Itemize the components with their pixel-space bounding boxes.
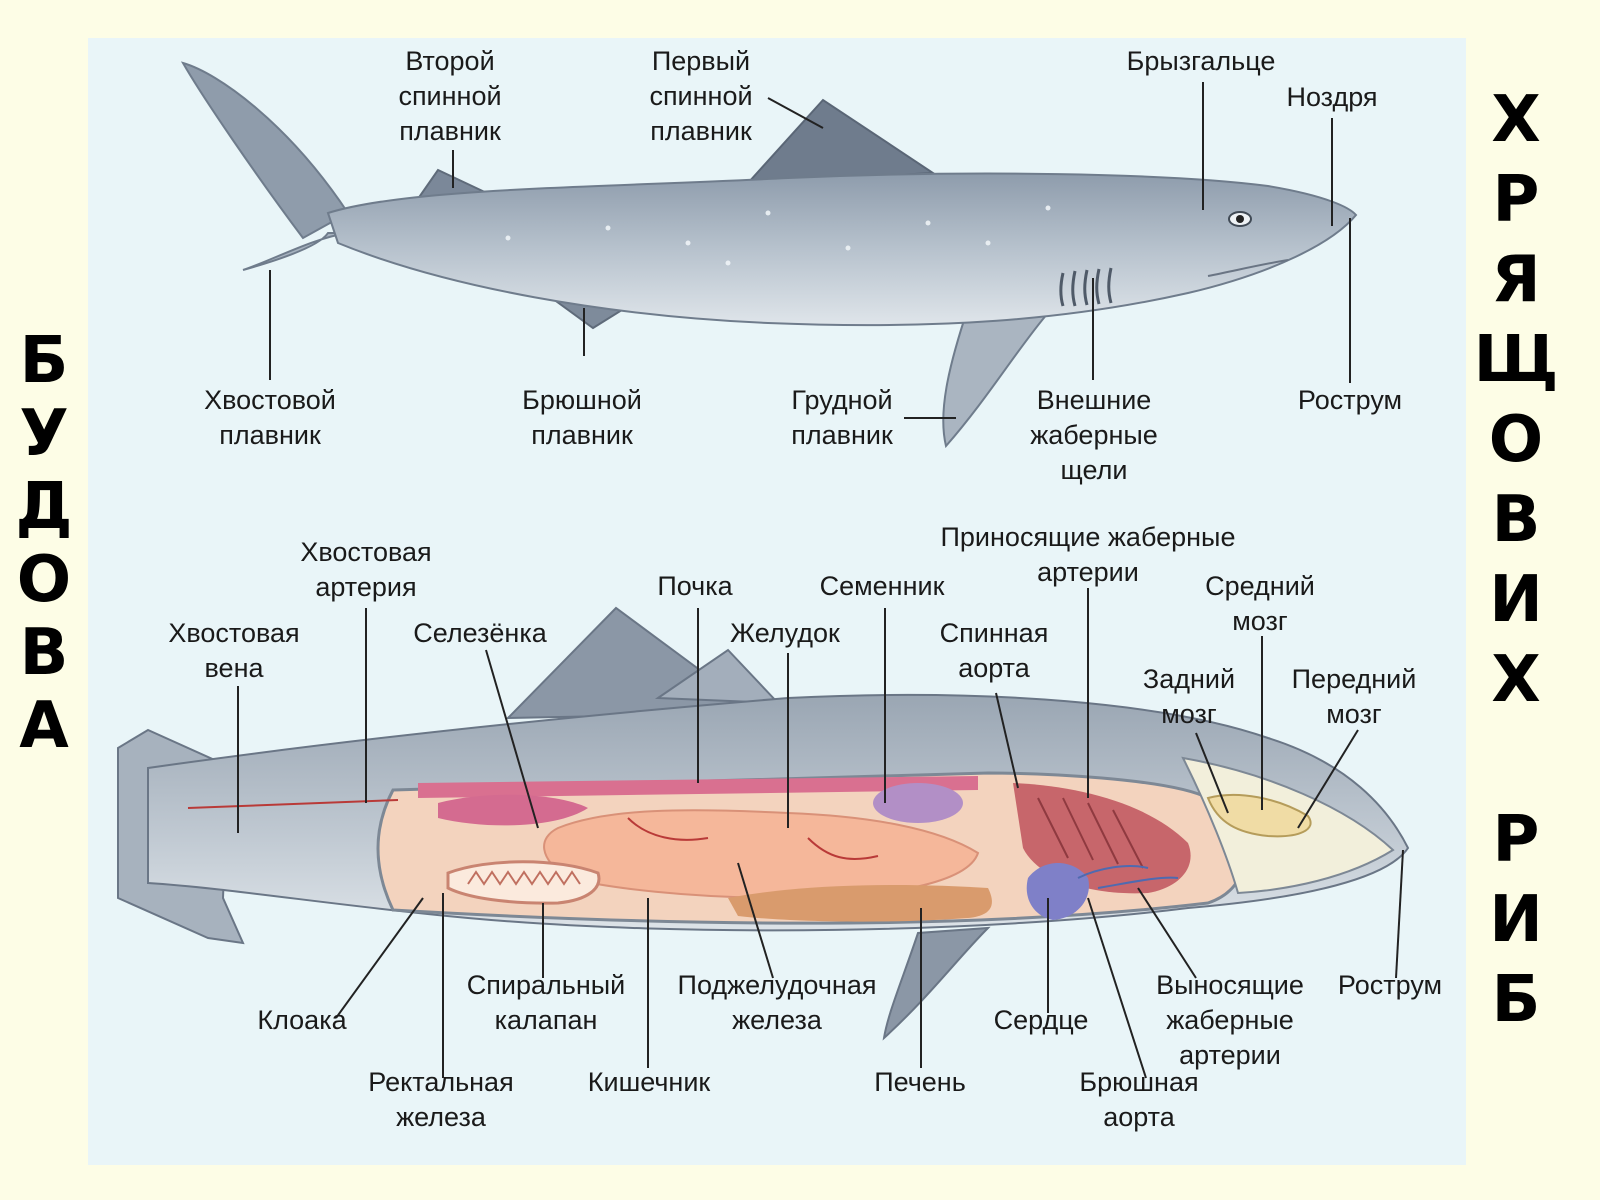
label-ventral-aorta: Брюшная аорта: [1079, 1067, 1199, 1132]
label-spiral-valve: Спиральный калапан: [466, 970, 626, 1035]
label-midbrain: Средний мозг: [1205, 571, 1315, 636]
label-spiracle: Брызгальце: [1126, 46, 1276, 76]
label-pectoral-fin: Грудной плавник: [791, 385, 893, 450]
label-forebrain: Передний мозг: [1291, 664, 1417, 729]
label-nostril: Ноздря: [1286, 82, 1378, 112]
label-efferent-gill-arteries: Выносящие жаберные артерии: [1156, 970, 1304, 1070]
brain-organ: [1206, 793, 1312, 838]
gill-slits: [1059, 267, 1113, 307]
leader-lines-top: [269, 82, 1351, 419]
label-dorsal-aorta: Спинная аорта: [939, 618, 1049, 683]
label-caudal-artery: Хвостовая артерия: [300, 537, 432, 602]
label-hindbrain: Задний мозг: [1142, 664, 1236, 729]
label-caudal-vein: Хвостовая вена: [168, 618, 300, 683]
testis-organ: [873, 783, 963, 823]
label-pancreas: Поджелудочная железа: [677, 970, 877, 1035]
pectoral-fin: [942, 306, 1051, 449]
label-stomach: Желудок: [730, 618, 840, 648]
first-dorsal-fin: [745, 98, 937, 185]
label-liver: Печень: [874, 1067, 966, 1097]
label-caudal-fin: Хвостовой плавник: [204, 385, 336, 450]
shark-anatomy-illustration: [117, 61, 1410, 1079]
label-first-dorsal-fin: Первый спинной плавник: [649, 46, 753, 146]
caudal-fin-lower: [242, 232, 349, 271]
external-shark: [180, 61, 1358, 449]
label-kidney: Почка: [657, 571, 733, 601]
diagram-panel: Второй спинной плавник Первый спинной пл…: [88, 38, 1466, 1165]
label-spleen: Селезёнка: [413, 618, 547, 648]
label-second-dorsal-fin: Второй спинной плавник: [398, 46, 502, 146]
label-rostrum-top: Рострум: [1297, 385, 1403, 415]
leader-lines-bottom: [237, 588, 1404, 1079]
mouth: [1207, 259, 1289, 277]
label-pelvic-fin: Брюшной плавник: [522, 385, 642, 450]
spleen-organ: [438, 794, 588, 826]
label-afferent-gill-arteries: Приносящие жаберные артерии: [940, 522, 1236, 587]
label-rectal-gland: Ректальная железа: [368, 1067, 514, 1132]
spiral-valve-organ: [446, 860, 601, 905]
title-left-vertical: Б У Д О В А: [15, 324, 73, 763]
label-testis: Семенник: [819, 571, 945, 601]
label-heart: Сердце: [993, 1005, 1089, 1035]
label-gill-slits: Внешние жаберные щели: [1030, 385, 1158, 485]
label-cloaca: Клоака: [257, 1005, 347, 1035]
spiral-valve-teeth: [467, 870, 581, 886]
kidney-organ: [418, 776, 978, 798]
internal-shark: [117, 606, 1410, 1041]
label-rostrum-bottom: Рострум: [1337, 970, 1443, 1000]
title-right-vertical: Х Р Я Щ О В И Х Р И Б: [1473, 83, 1559, 1037]
heart-organ: [1026, 863, 1089, 920]
label-intestine: Кишечник: [587, 1067, 711, 1097]
shark-body: [326, 172, 1358, 327]
liver-organ: [728, 885, 992, 922]
caudal-fin-upper: [180, 61, 350, 240]
